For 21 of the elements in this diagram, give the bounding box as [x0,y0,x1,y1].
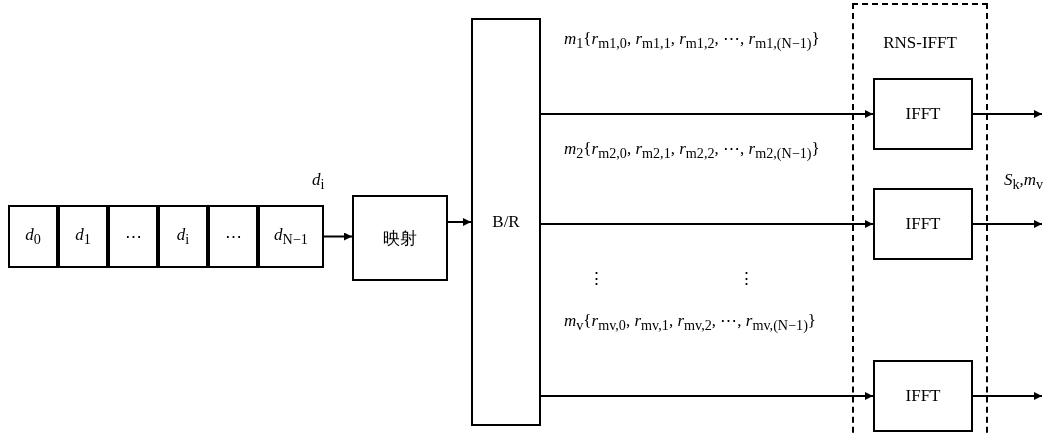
array-cell: ⋯ [208,205,258,268]
arrow [972,392,1043,400]
group-heading: RNS-IFFT [882,33,958,53]
arrow [540,392,874,400]
arrow [323,232,353,241]
arrow [972,110,1043,118]
process-box: IFFT [873,360,973,432]
array-cell: d$_{1}$ [58,205,108,268]
array-cell: d$_{i}$ [158,205,208,268]
array-cell: d$_{0}$ [8,205,58,268]
arrow [972,220,1043,228]
process-box: IFFT [873,78,973,150]
arrow [447,218,472,226]
array-cell: ⋯ [108,205,158,268]
arrow [540,110,874,118]
process-box: 映射 [352,195,448,281]
dashed-group-box [852,3,988,435]
array-cell: d$_{N−1}$ [258,205,324,268]
converter-box: B/R [471,18,541,426]
arrow [540,220,874,228]
process-box: IFFT [873,188,973,260]
